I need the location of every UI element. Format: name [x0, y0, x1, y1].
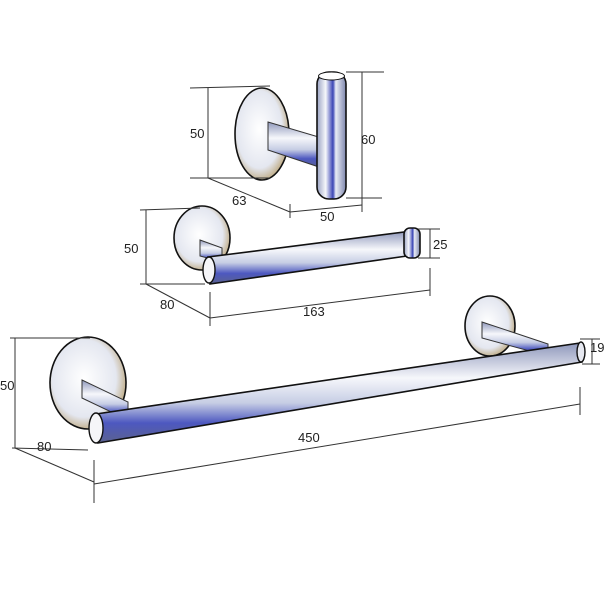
hook-height-label: 50: [190, 126, 204, 141]
hook-post-height-label: 60: [361, 132, 375, 147]
tp-depth-label: 80: [160, 297, 174, 312]
tp-length-label: 163: [303, 304, 325, 319]
towel-bar: 50 19 80 450: [0, 295, 604, 503]
hook-dimension-lines: [189, 71, 384, 218]
towel-length-label: 450: [298, 430, 320, 445]
toilet-paper-holder: 50 25 80 163: [124, 205, 447, 326]
tp-bar-diameter-label: 25: [433, 237, 447, 252]
hook-width-label: 50: [320, 209, 334, 224]
tp-end-cap: [403, 227, 421, 259]
robe-hook: 50 60 63 50: [189, 71, 384, 224]
towel-rod-left-end: [88, 412, 104, 444]
towel-bar-diameter-label: 19: [590, 340, 604, 355]
towel-height-label: 50: [0, 378, 14, 393]
towel-rod-right-end: [576, 341, 586, 363]
towel-depth-label: 80: [37, 439, 51, 454]
hook-depth-label: 63: [232, 193, 246, 208]
towel-dimension-lines: [10, 337, 600, 503]
tp-bar-end: [202, 256, 216, 284]
tp-height-label: 50: [124, 241, 138, 256]
hook-post-top: [318, 71, 345, 81]
tp-dimension-lines: [139, 207, 440, 326]
towel-rod: [95, 342, 583, 444]
hook-post: [316, 71, 347, 200]
tp-bar: [207, 230, 415, 285]
